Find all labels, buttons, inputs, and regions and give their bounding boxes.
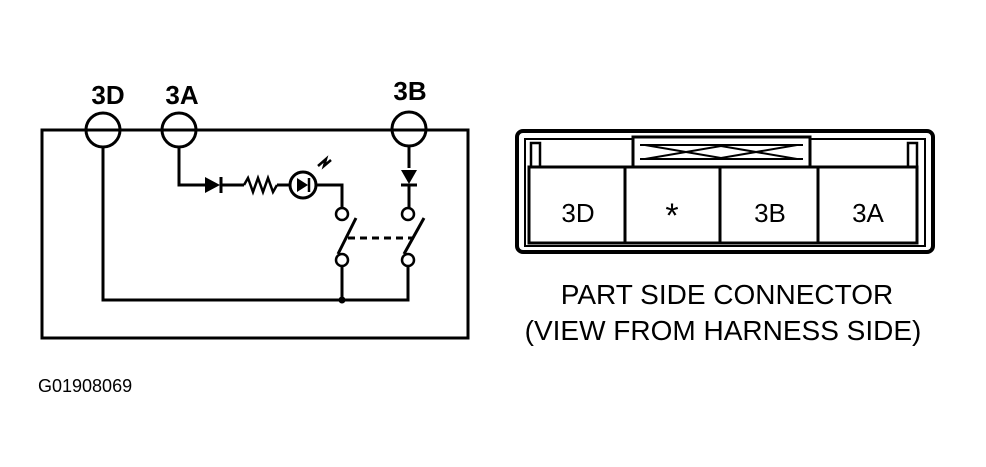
ground-bus-wire — [101, 147, 410, 302]
indicator-wire — [177, 147, 205, 187]
lock-tab-icon — [631, 135, 812, 169]
switch-contact-lower-left — [334, 252, 350, 268]
pin-row — [527, 165, 919, 245]
diode-3b-icon — [401, 170, 417, 187]
terminal-3d-label: 3D — [91, 80, 124, 110]
terminal-3b-label: 3B — [393, 76, 426, 106]
led-lamp-icon — [288, 155, 332, 200]
part-side-connector: 3D * 3B 3A — [515, 129, 935, 254]
pin-cell-3: 3B — [754, 198, 786, 228]
terminal-3a-label: 3A — [165, 80, 198, 110]
connector-outer-shell — [515, 129, 935, 254]
switch-contact-lower-right — [400, 252, 416, 268]
pin-cell-4: 3A — [852, 198, 884, 228]
switch-blade-right — [402, 217, 426, 255]
pin-cell-1: 3D — [561, 198, 594, 228]
pin-cell-2: * — [665, 197, 678, 235]
diode-icon — [205, 177, 223, 193]
switch-contact-upper-left — [334, 206, 350, 222]
connector-caption-line2: (VIEW FROM HARNESS SIDE) — [525, 315, 922, 346]
resistor-icon — [242, 174, 279, 196]
switch-housing-outline — [40, 128, 470, 340]
connector-caption-line1: PART SIDE CONNECTOR — [561, 279, 893, 310]
figure-code: G01908069 — [38, 376, 132, 396]
switch-schematic: 3D 3A 3B — [40, 76, 470, 340]
junction-dot — [338, 296, 346, 304]
switch-blade-left — [336, 217, 358, 255]
switch-contact-upper-right — [400, 206, 416, 222]
